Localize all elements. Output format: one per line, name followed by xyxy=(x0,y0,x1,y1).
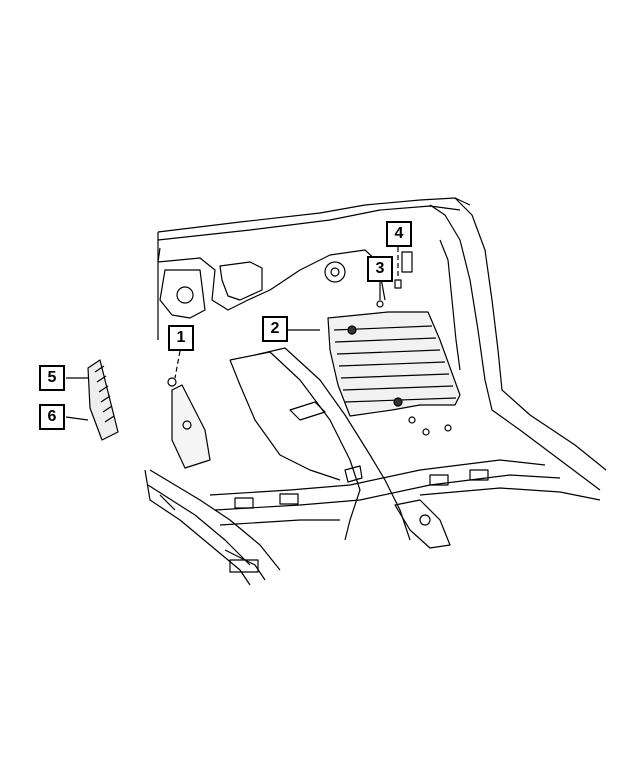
callout-3: 3 xyxy=(367,256,393,282)
a-pillar xyxy=(401,197,607,491)
part-3-fastener xyxy=(376,300,384,308)
part-1-kick-panel xyxy=(167,350,211,469)
callout-6: 6 xyxy=(39,404,65,430)
callout-4: 4 xyxy=(386,221,412,247)
part-5-6-floor-mats xyxy=(65,359,119,441)
left-sill xyxy=(144,469,266,586)
part-4-bolt xyxy=(394,279,402,289)
callout-2: 2 xyxy=(262,316,288,342)
floor-crossmember xyxy=(147,459,601,571)
callout-1: 1 xyxy=(168,325,194,351)
mat-fasteners xyxy=(408,416,452,436)
callout-5: 5 xyxy=(39,365,65,391)
floor-mat xyxy=(327,311,461,417)
